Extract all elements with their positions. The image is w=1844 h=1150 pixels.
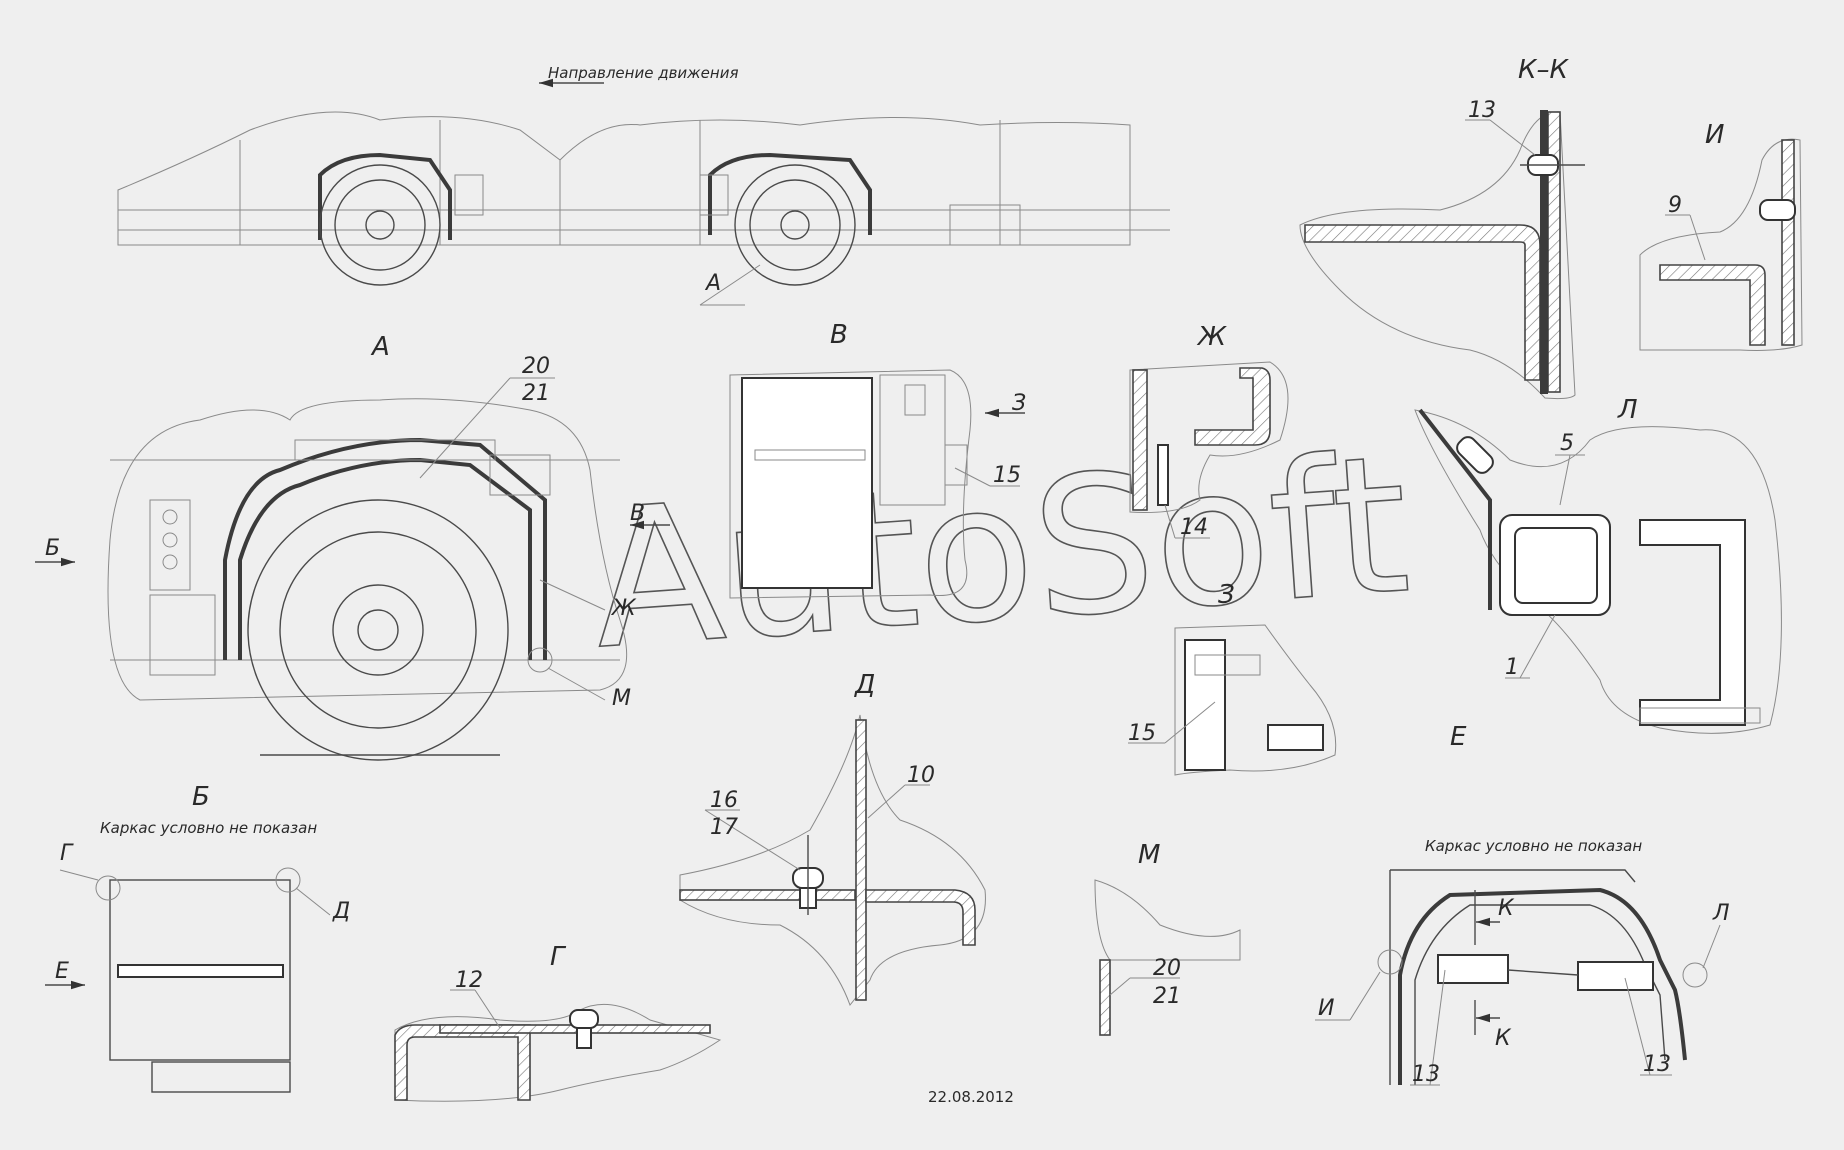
part-15-Z: 15 bbox=[1128, 721, 1156, 746]
drawing-date: 22.08.2012 bbox=[928, 1088, 1014, 1106]
view-M: М 20 21 bbox=[1094, 840, 1241, 1036]
part-5: 5 bbox=[1560, 431, 1574, 456]
view-E-title: Е bbox=[1450, 722, 1467, 752]
callout-Zh-arrow: Ж bbox=[610, 596, 637, 621]
view-L: Л 5 1 bbox=[1414, 395, 1782, 734]
callout-L-arrow: Л bbox=[1712, 901, 1730, 926]
part-1: 1 bbox=[1505, 655, 1519, 680]
part-10: 10 bbox=[907, 763, 935, 788]
part-15-V: 15 bbox=[993, 463, 1021, 488]
callout-E-arrow: Е bbox=[55, 959, 69, 984]
view-E: Каркас условно не показан И Л К К 13 13 bbox=[1315, 837, 1730, 1087]
part-14: 14 bbox=[1180, 515, 1208, 540]
view-I: И 9 bbox=[1639, 120, 1803, 351]
callout-A-top: А bbox=[704, 271, 721, 296]
callout-G-arrow: Г bbox=[60, 841, 74, 866]
view-Zh: Ж 14 bbox=[1129, 322, 1289, 540]
callout-Z-arrow: З bbox=[1012, 391, 1026, 416]
callout-V-arrow: В bbox=[630, 501, 645, 526]
part-21-M: 21 bbox=[1153, 984, 1181, 1009]
view-B-title: Б bbox=[192, 782, 210, 812]
part-9: 9 bbox=[1668, 193, 1682, 218]
callout-K-bottom: К bbox=[1495, 1026, 1512, 1051]
view-E-note: Каркас условно не показан bbox=[1425, 837, 1642, 855]
callout-K-top: К bbox=[1498, 896, 1515, 921]
view-G-title: Г bbox=[550, 942, 567, 972]
callout-B-arrow: Б bbox=[45, 536, 60, 561]
view-M-title: М bbox=[1138, 840, 1160, 870]
callout-I-arrow: И bbox=[1318, 996, 1334, 1021]
view-L-title: Л bbox=[1617, 395, 1638, 425]
view-D-title: Д bbox=[854, 670, 875, 700]
view-I-title: И bbox=[1705, 120, 1724, 150]
part-20-M: 20 bbox=[1153, 956, 1181, 981]
view-B: Б Каркас условно не показан Г Д Е bbox=[45, 782, 350, 1093]
part-12: 12 bbox=[455, 968, 483, 993]
view-D: Д 10 16 17 bbox=[679, 670, 986, 1007]
part-16: 16 bbox=[710, 788, 738, 813]
part-21-A: 21 bbox=[522, 381, 550, 406]
callout-M-arrow: М bbox=[612, 686, 631, 711]
overall-side-view: Направление движения А bbox=[117, 64, 1170, 306]
view-KK: К–К 13 bbox=[1299, 55, 1585, 400]
view-Z: З 15 bbox=[1128, 580, 1337, 776]
view-V-title: В bbox=[830, 320, 848, 350]
part-13-KK: 13 bbox=[1468, 98, 1496, 123]
part-17: 17 bbox=[710, 815, 738, 840]
part-13-E-left: 13 bbox=[1412, 1062, 1440, 1087]
view-A-title: А bbox=[370, 332, 390, 362]
callout-D-arrow: Д bbox=[332, 899, 350, 924]
view-G: Г 12 bbox=[394, 942, 722, 1102]
part-20-A: 20 bbox=[522, 354, 550, 379]
view-A: А Б В Ж М 20 21 bbox=[35, 332, 670, 761]
view-Zh-title: Ж bbox=[1196, 322, 1227, 352]
watermark: AutoSoft bbox=[586, 414, 1415, 691]
view-B-note: Каркас условно не показан bbox=[100, 819, 317, 837]
view-V: В З 15 bbox=[729, 320, 1026, 599]
part-13-E-right: 13 bbox=[1643, 1052, 1671, 1077]
view-Z-title: З bbox=[1218, 580, 1235, 610]
direction-label: Направление движения bbox=[548, 64, 738, 82]
view-KK-title: К–К bbox=[1518, 55, 1569, 85]
